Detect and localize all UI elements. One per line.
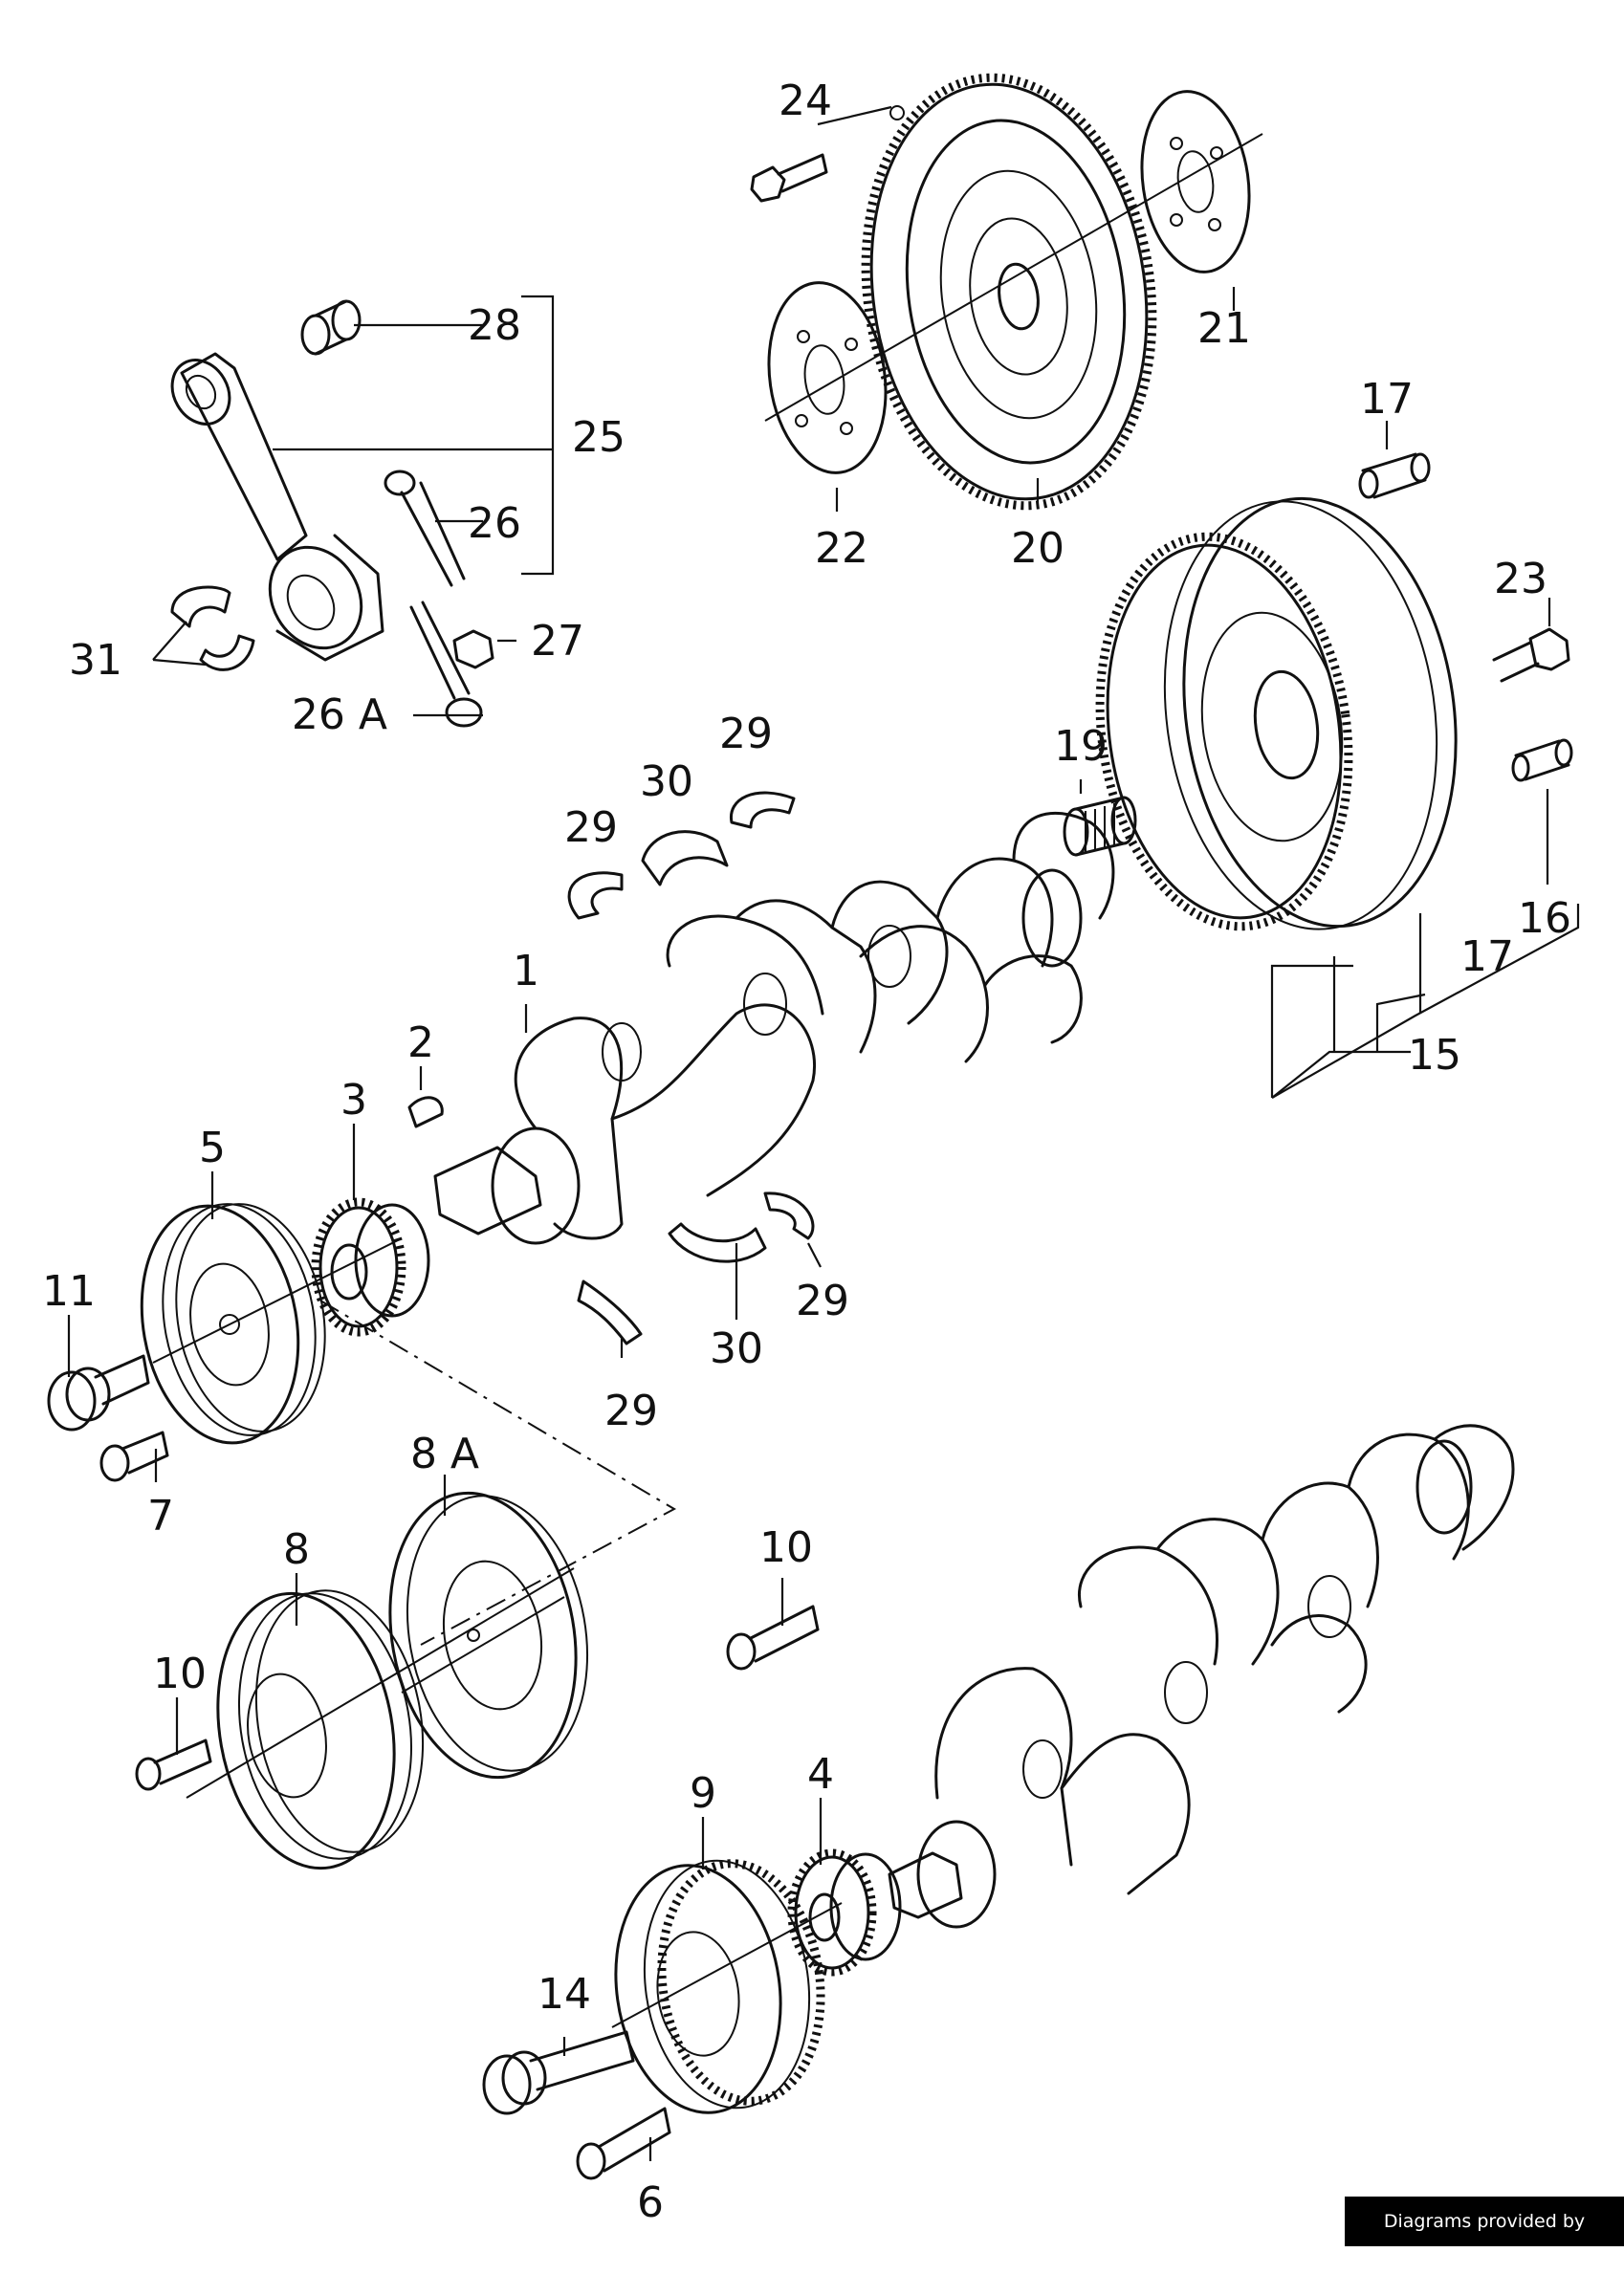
bearing-shells-part-31 <box>170 585 255 671</box>
bolt-part-10 <box>135 1738 212 1791</box>
bolt-part-24 <box>750 153 828 203</box>
callout-24: 24 <box>779 77 832 125</box>
thrust-washer-part-29 <box>567 871 624 920</box>
callout-25: 25 <box>572 413 625 462</box>
callout-7: 7 <box>147 1492 174 1541</box>
flywheel-part-20 <box>861 73 1157 511</box>
woodruff-key-part-2 <box>407 1096 444 1128</box>
callout-labels: 24 28 25 26 27 26 A 31 21 22 20 17 23 19… <box>42 77 1571 2227</box>
callout-26: 26 <box>468 499 521 548</box>
callout-29-b: 29 <box>564 803 618 852</box>
bolt-part-6 <box>576 2107 671 2180</box>
bolt-part-23 <box>1492 627 1570 683</box>
callout-10-left: 10 <box>153 1650 207 1698</box>
callout-15: 15 <box>1408 1031 1461 1080</box>
callout-14: 14 <box>538 1970 591 2019</box>
callout-20: 20 <box>1011 524 1064 573</box>
callout-3: 3 <box>340 1076 367 1125</box>
plate-part-21 <box>1140 90 1251 273</box>
plate-part-22 <box>767 281 888 474</box>
callout-10-right: 10 <box>759 1523 813 1572</box>
crankshaft-exploded-diagram: 24 28 25 26 27 26 A 31 21 22 20 17 23 19… <box>42 73 1580 2227</box>
callout-30-b: 30 <box>710 1324 763 1373</box>
timing-gear-part-3 <box>311 1197 430 1337</box>
bolt-part-11 <box>47 1354 150 1432</box>
pulley-part-8 <box>216 1589 425 1870</box>
callout-16: 16 <box>1518 894 1571 943</box>
bolt-part-26 <box>384 470 466 587</box>
callout-8a: 8 A <box>410 1430 479 1478</box>
callout-23: 23 <box>1494 555 1547 603</box>
callout-17-lower: 17 <box>1460 932 1514 981</box>
callout-21: 21 <box>1197 304 1251 353</box>
callout-5: 5 <box>199 1124 226 1172</box>
callout-1: 1 <box>513 947 539 995</box>
thrust-washer-part-29 <box>763 1192 815 1240</box>
callout-6: 6 <box>637 2178 664 2227</box>
bolt-part-10 <box>726 1605 820 1671</box>
credit-banner: Diagrams provided by catalogs parts <box>1345 2197 1624 2282</box>
pulley-part-9 <box>614 1859 825 2114</box>
crankshaft-part-1 <box>433 811 1115 1245</box>
callout-4: 4 <box>807 1750 834 1799</box>
dowel-part-17 <box>1358 452 1431 499</box>
bolt-part-26a <box>409 601 483 728</box>
callout-19: 19 <box>1054 722 1108 771</box>
callout-28: 28 <box>468 301 521 350</box>
callout-8: 8 <box>283 1525 310 1574</box>
pin-part-16 <box>1511 738 1573 782</box>
bushing-part-28 <box>300 299 362 356</box>
pulley-part-8a <box>388 1491 589 1780</box>
needle-bearing-part-19 <box>1063 796 1137 857</box>
thrust-washer-part-29 <box>577 1279 643 1345</box>
callout-9: 9 <box>690 1769 716 1818</box>
callout-27: 27 <box>531 617 584 666</box>
nut-part-27 <box>452 629 494 669</box>
callout-30-a: 30 <box>640 757 693 806</box>
crankshaft-alternative <box>888 1424 1515 1929</box>
callout-29-c: 29 <box>796 1277 849 1325</box>
timing-gear-part-4 <box>787 1848 902 1977</box>
dual-mass-flywheel-part-15 <box>1095 496 1458 931</box>
callout-29-a: 29 <box>719 710 773 758</box>
callout-29-d: 29 <box>604 1387 658 1435</box>
connecting-rod-part-25 <box>170 352 384 662</box>
bolt-part-7 <box>99 1431 169 1482</box>
callout-26a: 26 A <box>292 690 387 739</box>
pulley-part-5 <box>140 1203 326 1445</box>
callout-2: 2 <box>407 1018 434 1067</box>
callout-22: 22 <box>815 524 868 573</box>
bolt-part-14 <box>482 2030 635 2115</box>
callout-17-upper: 17 <box>1360 375 1414 424</box>
callout-11: 11 <box>42 1267 96 1316</box>
leader-lines <box>67 105 1580 2161</box>
callout-31: 31 <box>69 636 122 685</box>
bearing-shell-part-30 <box>641 830 767 1263</box>
thrust-washer-part-29 <box>729 791 796 829</box>
